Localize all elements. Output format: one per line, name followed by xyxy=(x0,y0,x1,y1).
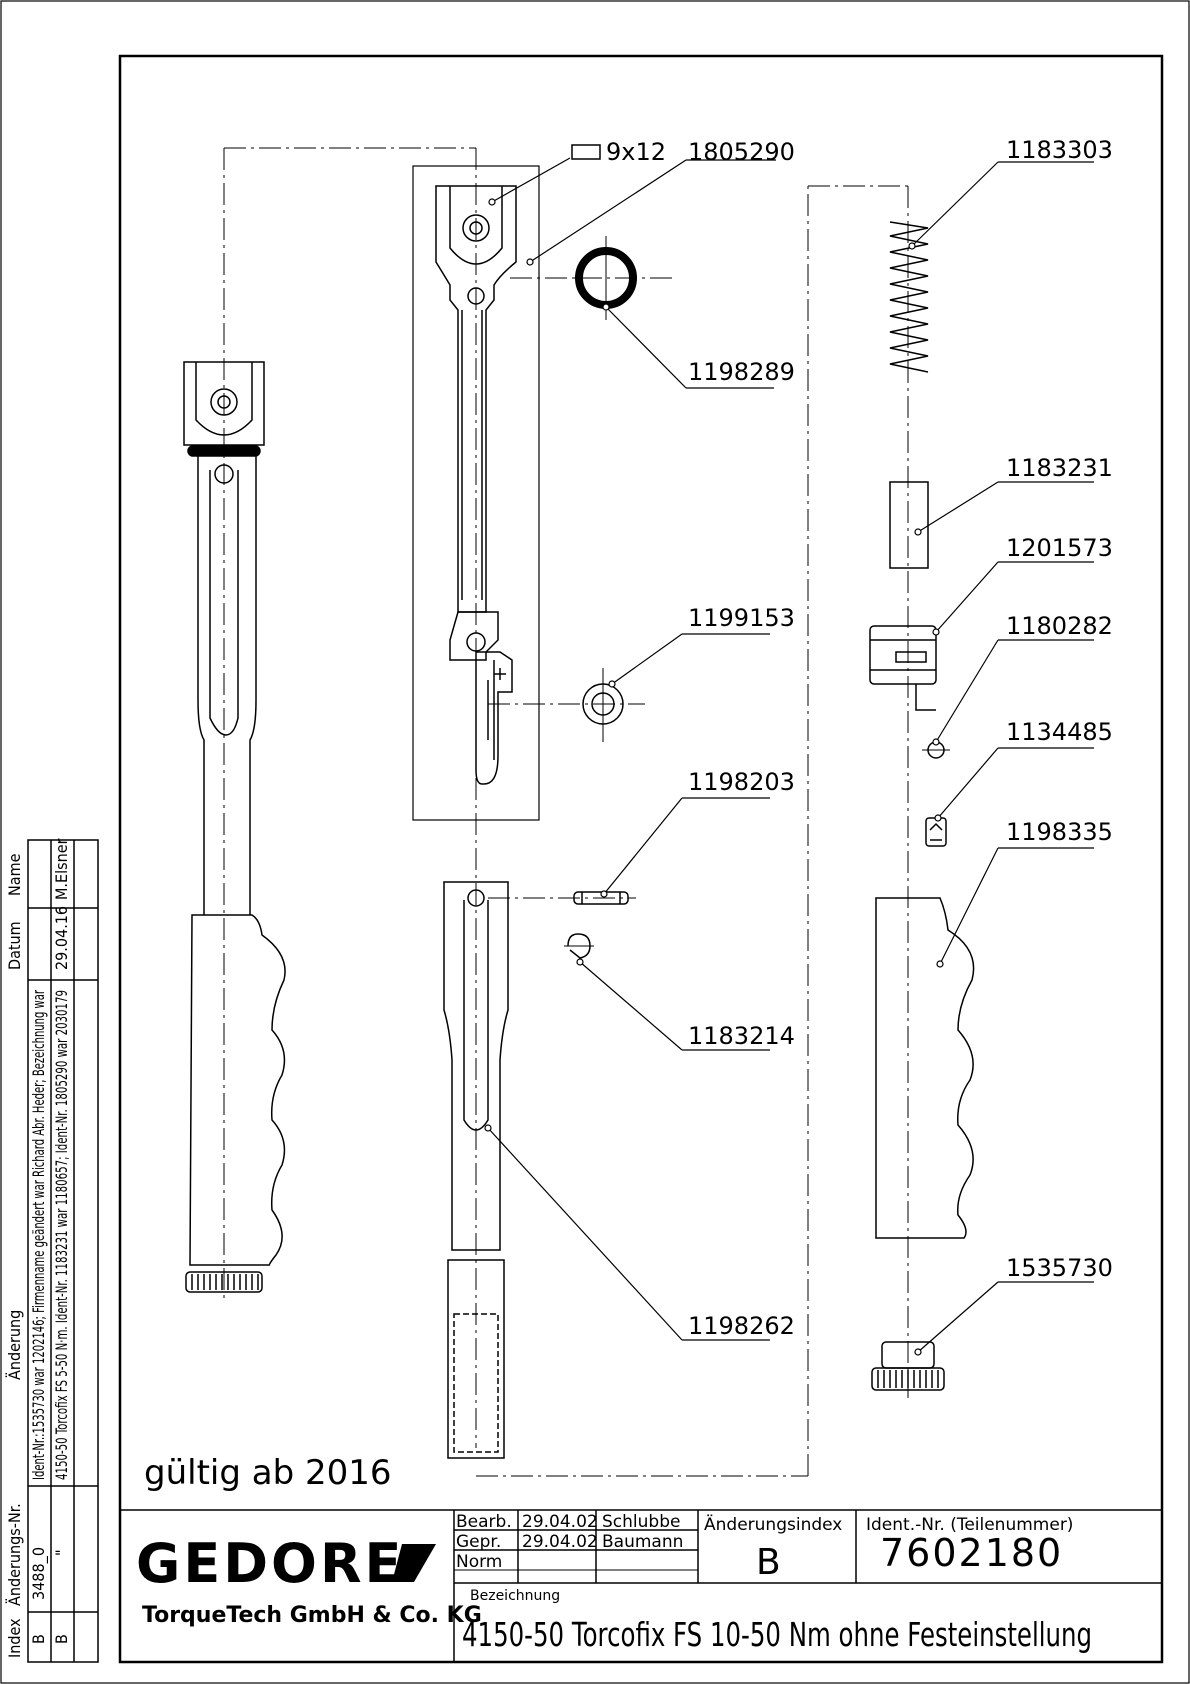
gepr-label: Gepr. xyxy=(456,1532,501,1552)
revision-row-name: M.Elsner xyxy=(52,838,71,900)
part-number-label: 1198335 xyxy=(1006,818,1113,846)
revision-header-date: Datum xyxy=(5,921,24,970)
validity-note: gültig ab 2016 xyxy=(144,1453,392,1493)
tube-part xyxy=(443,881,509,1459)
wrench-assembly xyxy=(183,361,286,1293)
revision-header-index: Index xyxy=(5,1618,24,1658)
part-number-label: 1198262 xyxy=(688,1312,795,1340)
part-number-label: 1198289 xyxy=(688,358,795,386)
designation-value: 4150-50 Torcofix FS 10-50 Nm ohne Festei… xyxy=(462,1615,1092,1654)
company-logo: GEDORE xyxy=(136,1532,404,1595)
leader-dots xyxy=(484,198,944,1356)
designation-label: Bezeichnung xyxy=(470,1588,560,1604)
washer-part xyxy=(488,668,645,742)
change-index-value: B xyxy=(756,1542,781,1583)
bearb-date: 29.04.02 xyxy=(522,1512,598,1532)
ident-value: 7602180 xyxy=(880,1531,1063,1575)
part-number-label: 1199153 xyxy=(688,604,795,632)
revision-row-date: 29.04.16 xyxy=(52,906,71,970)
part-number-label: 1134485 xyxy=(1006,718,1113,746)
part-number-label: 1201573 xyxy=(1006,534,1113,562)
revision-header-change: Änderung xyxy=(5,1310,24,1380)
thrust-piece-part xyxy=(925,817,947,847)
bearb-name: Schlubbe xyxy=(602,1512,680,1532)
title-block xyxy=(120,1509,1162,1662)
revision-row-change-no: 3488_0 xyxy=(29,1547,49,1600)
spring-part xyxy=(889,221,929,373)
part-number-label: 1535730 xyxy=(1006,1254,1113,1282)
o-ring-part xyxy=(510,236,676,320)
revision-table xyxy=(27,839,99,1663)
part-number-label: 1183231 xyxy=(1006,454,1113,482)
gepr-date: 29.04.02 xyxy=(522,1532,598,1552)
revision-row-change: Ident-Nr.:1535730 war 1202146; Firmennam… xyxy=(29,990,48,1480)
revision-header-name: Name xyxy=(5,853,24,896)
stock-size-label: 9x12 xyxy=(606,138,666,166)
clip-part xyxy=(564,933,594,959)
company-name: TorqueTech GmbH & Co. KG xyxy=(142,1603,482,1628)
gepr-name: Baumann xyxy=(602,1532,683,1552)
stock-size-icon xyxy=(571,144,601,160)
grip-part xyxy=(875,897,975,1239)
drawing-frame xyxy=(118,54,1164,1664)
part-number-label: 1180282 xyxy=(1006,612,1113,640)
revision-row-index: B xyxy=(52,1634,71,1644)
revision-row-change: 4150-50 Torcofix FS 5-50 N·m. Ident-Nr. … xyxy=(52,990,71,1480)
sleeve-part xyxy=(889,481,929,569)
bearb-label: Bearb. xyxy=(456,1512,512,1532)
pin-part xyxy=(488,891,636,905)
revision-row-index: B xyxy=(29,1634,48,1644)
logo-mark-icon xyxy=(392,1544,436,1582)
part-number-label: 1183303 xyxy=(1006,136,1113,164)
revision-header-change-no: Änderungs-Nr. xyxy=(5,1503,24,1606)
leader-lines xyxy=(487,157,1094,1353)
part-number-label: 1198203 xyxy=(688,768,795,796)
nut-part xyxy=(869,625,937,711)
part-number-label: 1183214 xyxy=(688,1022,795,1050)
change-index-label: Änderungsindex xyxy=(704,1514,842,1535)
part-number-label: 1805290 xyxy=(688,138,795,166)
revision-row-change-no: " xyxy=(52,1549,71,1556)
ident-label: Ident.-Nr. (Teilenummer) xyxy=(866,1515,1073,1535)
revision-table-text: Index Änderungs-Nr. Änderung Datum Name … xyxy=(5,838,71,1658)
norm-label: Norm xyxy=(456,1552,502,1572)
adjusting-knob-part xyxy=(871,1341,945,1391)
